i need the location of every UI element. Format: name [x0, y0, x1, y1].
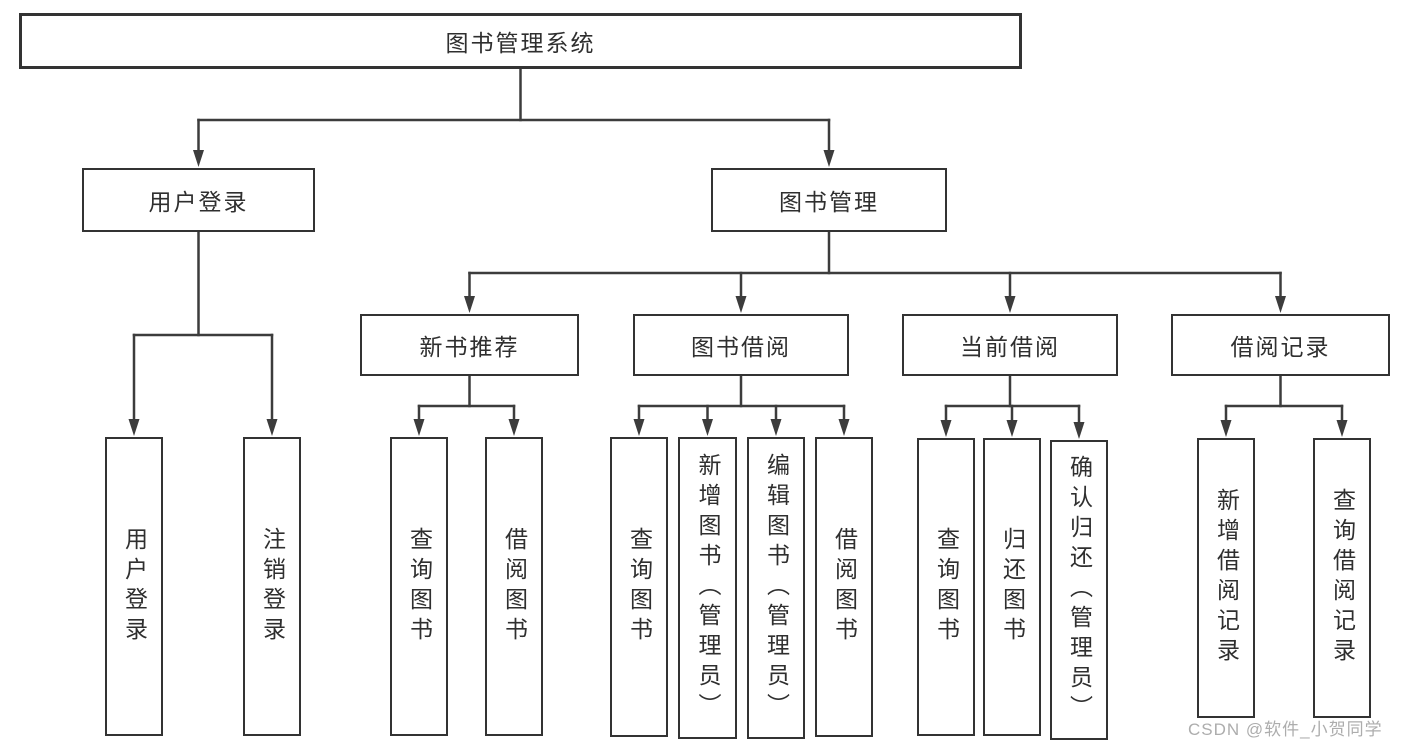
- node-login: 用户登录: [105, 437, 163, 736]
- node-logout: 注销登录: [243, 437, 301, 736]
- node-label-user-login: 用户登录: [148, 189, 249, 215]
- node-bb-edit-book: 编辑图书（管理员）: [747, 437, 805, 739]
- node-label-cb-return-book: 归还图书: [999, 527, 1026, 647]
- node-label-logout: 注销登录: [259, 526, 286, 647]
- node-label-cb-query-book: 查询图书: [933, 527, 960, 647]
- node-label-current-borrow: 当前借阅: [960, 334, 1060, 360]
- node-rec-query-book: 查询图书: [390, 437, 448, 736]
- node-label-bb-borrow-book: 借阅图书: [831, 527, 858, 647]
- node-br-query-record: 查询借阅记录: [1313, 438, 1371, 718]
- node-cb-query-book: 查询图书: [917, 438, 975, 736]
- node-label-br-add-record: 新增借阅记录: [1213, 488, 1240, 668]
- node-book-borrow: 图书借阅: [633, 314, 849, 376]
- node-label-rec-query-book: 查询图书: [406, 526, 433, 647]
- node-label-bb-edit-book: 编辑图书（管理员）: [763, 453, 790, 723]
- node-label-rec-borrow-book: 借阅图书: [501, 526, 528, 647]
- node-label-br-query-record: 查询借阅记录: [1329, 488, 1356, 668]
- node-label-login: 用户登录: [121, 526, 148, 647]
- node-cb-return-book: 归还图书: [983, 438, 1041, 736]
- node-label-bb-add-book: 新增图书（管理员）: [695, 453, 721, 723]
- node-book-mgmt: 图书管理: [711, 168, 947, 232]
- node-label-book-mgmt: 图书管理: [779, 189, 879, 215]
- connector-root: [193, 67, 835, 167]
- node-label-bb-query-book: 查询图书: [626, 527, 653, 647]
- node-br-add-record: 新增借阅记录: [1197, 438, 1255, 718]
- connector-borrow-records: [1220, 374, 1348, 437]
- node-label-new-book-rec: 新书推荐: [419, 334, 520, 360]
- connector-current-borrow: [940, 374, 1085, 439]
- watermark: CSDN @软件_小贺同学: [1188, 720, 1383, 739]
- node-bb-query-book: 查询图书: [610, 437, 668, 737]
- node-bb-add-book: 新增图书（管理员）: [678, 437, 737, 739]
- connector-book-mgmt: [464, 230, 1286, 313]
- node-label-cb-confirm-return: 确认归还（管理员）: [1066, 455, 1093, 725]
- node-bb-borrow-book: 借阅图书: [815, 437, 873, 737]
- node-cb-confirm-return: 确认归还（管理员）: [1050, 440, 1108, 740]
- node-new-book-rec: 新书推荐: [360, 314, 579, 376]
- node-user-login: 用户登录: [82, 168, 315, 232]
- connector-user-login: [128, 230, 278, 436]
- connector-new-book-rec: [413, 374, 520, 436]
- node-label-borrow-records: 借阅记录: [1230, 334, 1331, 360]
- node-rec-borrow-book: 借阅图书: [485, 437, 543, 736]
- node-label-root: 图书管理系统: [445, 30, 596, 56]
- connector-book-borrow: [633, 374, 850, 436]
- node-label-book-borrow: 图书借阅: [691, 334, 791, 360]
- node-root: 图书管理系统: [19, 13, 1022, 69]
- node-borrow-records: 借阅记录: [1171, 314, 1390, 376]
- node-current-borrow: 当前借阅: [902, 314, 1118, 376]
